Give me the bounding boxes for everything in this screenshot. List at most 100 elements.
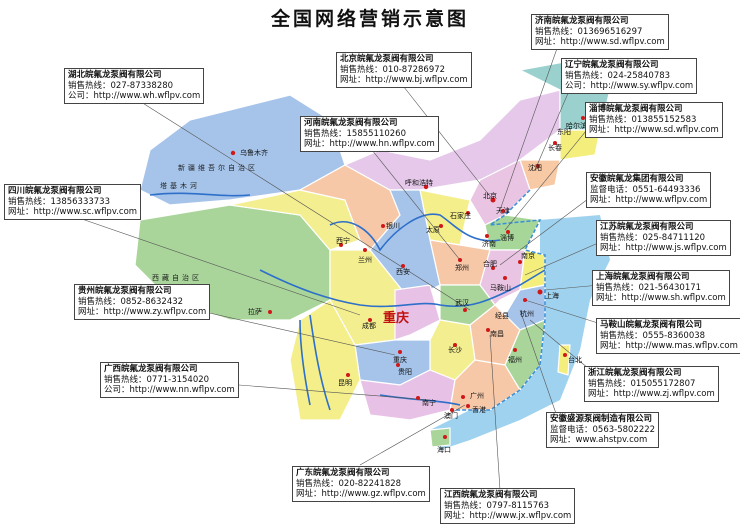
city-label: 海口 <box>437 445 451 454</box>
city-label: 拉萨 <box>248 307 262 316</box>
office-box-guangdong: 广东皖氟龙泵阀有限公司 销售热线：020-82241828 网址：http://… <box>292 466 430 502</box>
office-box-jinan: 济南皖氟龙泵阀有限公司 销售热线：013696516297 网址：http://… <box>531 14 669 50</box>
city-label: 西安 <box>396 267 410 276</box>
rivers <box>149 192 546 411</box>
city-label: 南昌 <box>490 329 504 338</box>
region-label: 塔基木河 <box>160 181 200 190</box>
office-company: 马鞍山皖氟龙泵阀有限公司 <box>600 320 703 330</box>
coastline <box>450 189 546 411</box>
office-box-jiangsu: 江苏皖氟龙泵阀有限公司 销售热线：025-84711120 网址：http://… <box>596 220 731 256</box>
region-label: 新疆维吾尔自治区 <box>178 163 258 172</box>
office-url: 网址：http://www.zj.wflpv.com <box>588 389 715 399</box>
city-label: 贵阳 <box>398 367 412 376</box>
office-box-zhejiang: 浙江皖氟龙泵阀有限公司 销售热线：015055172807 网址：http://… <box>584 366 719 402</box>
city-label: 郑州 <box>455 264 469 272</box>
city-label: 石家庄 <box>450 211 471 220</box>
office-box-shengyuan: 安徽盛源泵阀制造有限公司 监督电话：0563-5802222 网址：www.ah… <box>546 412 660 448</box>
city-label: 天津 <box>496 207 510 215</box>
river-nu <box>299 319 311 406</box>
office-phone: 销售热线：0852-8632432 <box>78 296 184 307</box>
river-tarim <box>149 192 251 197</box>
office-url: 网址：www.ahstpv.com <box>550 435 648 445</box>
office-phone: 销售热线：013855152583 <box>589 114 697 125</box>
province-xinjiang <box>139 94 346 206</box>
office-url: 网址：http://www.gz.wflpv.com <box>296 489 426 499</box>
page-title: 全国网络营销示意图 <box>270 8 469 30</box>
office-url: 网址：http://www.sd.wflpv.com <box>589 125 719 135</box>
office-url: 公司：http://www.nn.wflpv.com <box>104 385 235 395</box>
river-yellow <box>329 213 501 252</box>
city-label: 东阳 <box>557 127 571 136</box>
office-phone: 销售热线：0771-3154020 <box>104 374 210 385</box>
city-label: 合肥 <box>483 259 497 268</box>
office-phone: 监督电话：0551-64493336 <box>590 184 701 195</box>
office-company: 贵州皖氟龙泵阀有限公司 <box>78 286 172 296</box>
office-company: 北京皖氟龙泵阀有限公司 <box>340 54 434 64</box>
city-label: 广州 <box>470 391 484 400</box>
city-label: 哈尔滨 <box>566 121 587 130</box>
city-label: 武汉 <box>455 298 469 307</box>
office-box-maanshan: 马鞍山皖氟龙泵阀有限公司 销售热线：0555-8360038 网址：http:/… <box>596 318 740 354</box>
office-url: 网址：http://www.sh.wflpv.com <box>596 293 726 303</box>
city-label: 成都 <box>362 321 376 330</box>
office-company: 江西皖氟龙泵阀有限公司 <box>444 490 538 500</box>
city-label: 福州 <box>508 355 522 364</box>
office-box-guizhou: 贵州皖氟龙泵阀有限公司 销售热线：0852-8632432 网址：http://… <box>74 284 211 320</box>
river-pearl <box>379 394 461 406</box>
office-company: 广西皖氟龙泵阀有限公司 <box>104 364 198 374</box>
sea-area <box>430 215 610 450</box>
office-url: 网址：http://www.sd.wflpv.com <box>535 37 665 47</box>
office-phone: 销售热线：15855110260 <box>304 128 406 139</box>
office-company: 江苏皖氟龙泵阀有限公司 <box>600 222 694 232</box>
office-phone: 监督电话：0563-5802222 <box>550 424 656 435</box>
city-labels: 乌鲁木齐 呼和浩特 北京 天津 石家庄 太原 济南 淄博 沈阳 长春 哈尔滨 银… <box>240 121 587 454</box>
province-taiwan <box>557 344 571 376</box>
office-company: 安徽盛源泵阀制造有限公司 <box>550 414 653 424</box>
office-url: 公司：http://www.wh.wflpv.com <box>68 91 201 101</box>
city-label: 南京 <box>521 251 535 260</box>
office-url: 网址：http://www.mas.wflpv.com <box>600 341 738 351</box>
office-box-guangxi: 广西皖氟龙泵阀有限公司 销售热线：0771-3154020 公司：http://… <box>100 362 239 398</box>
region-label: 西藏自治区 <box>152 273 202 282</box>
office-box-henan: 河南皖氟龙泵阀有限公司 销售热线：15855110260 网址：http://w… <box>300 116 439 152</box>
office-company: 河南皖氟龙泵阀有限公司 <box>304 118 398 128</box>
office-phone: 销售热线：0797-8115763 <box>444 500 550 511</box>
city-label: 长沙 <box>448 345 462 354</box>
office-url: 网址：http://www.bj.wflpv.com <box>340 75 468 85</box>
office-phone: 销售热线：015055172807 <box>588 378 696 389</box>
office-company: 上海皖氟龙泵阀有限公司 <box>596 272 690 282</box>
office-box-zibo: 淄博皖氟龙泵阀有限公司 销售热线：013855152583 网址：http://… <box>585 102 723 138</box>
office-company: 广东皖氟龙泵阀有限公司 <box>296 468 390 478</box>
city-label: 太原 <box>426 225 440 234</box>
office-company: 淄博皖氟龙泵阀有限公司 <box>589 104 683 114</box>
office-company: 济南皖氟龙泵阀有限公司 <box>535 16 629 26</box>
city-label: 乌鲁木齐 <box>240 148 268 157</box>
office-company: 四川皖氟龙泵阀有限公司 <box>8 186 102 196</box>
office-box-shanghai: 上海皖氟龙泵阀有限公司 销售热线：021-56430171 网址：http://… <box>592 270 730 306</box>
office-phone: 销售热线：024-25840783 <box>565 70 671 81</box>
office-company: 浙江皖氟龙泵阀有限公司 <box>588 368 682 378</box>
city-label: 重庆 <box>393 355 407 364</box>
office-box-sichuan: 四川皖氟龙泵阀有限公司 销售热线：13856333733 网址：http://w… <box>4 184 142 220</box>
office-box-jiangxi: 江西皖氟龙泵阀有限公司 销售热线：0797-8115763 网址：http://… <box>440 488 576 524</box>
office-box-anhui-group: 安徽皖氟龙集团有限公司 监督电话：0551-64493336 网址：http:/… <box>586 172 712 208</box>
city-label: 昆明 <box>338 379 352 387</box>
city-label: 杭州 <box>520 309 534 318</box>
provinces <box>134 59 611 448</box>
office-url: 公司：http://www.sy.wflpv.com <box>565 81 694 91</box>
city-label: 香港 <box>472 405 486 414</box>
office-url: 网址：http://www.jx.wflpv.com <box>444 511 572 521</box>
office-url: 网址：http://www.hn.wflpv.com <box>304 139 435 149</box>
province-hainan <box>429 427 451 448</box>
office-url: 网址：http://www.zy.wflpv.com <box>78 307 207 317</box>
office-url: 网址：http://www.wflpv.com <box>590 195 708 205</box>
river-yangtze <box>259 269 546 308</box>
city-label: 银川 <box>386 221 400 230</box>
office-phone: 销售热线：021-56430171 <box>596 282 702 293</box>
office-company: 湖北皖氟龙泵阀有限公司 <box>68 70 162 80</box>
city-label: 台北 <box>568 355 582 364</box>
city-label: 长春 <box>548 143 562 152</box>
city-label: 济南 <box>482 239 496 248</box>
city-label: 马鞍山 <box>490 283 511 292</box>
office-url: 网址：http://www.js.wflpv.com <box>600 243 727 253</box>
